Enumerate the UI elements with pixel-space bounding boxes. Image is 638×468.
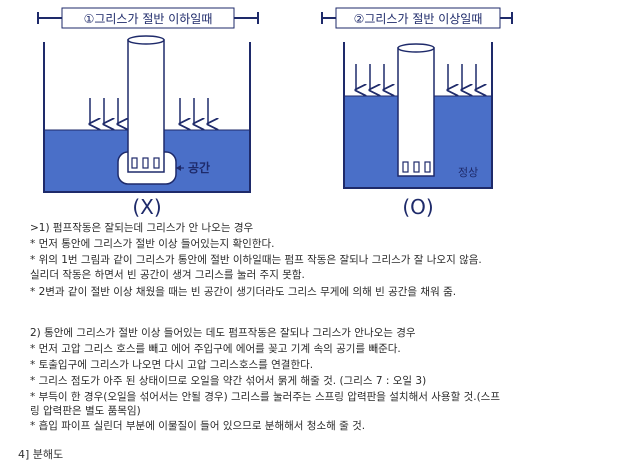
diagram-left-title: ①그리스가 절반 이하일때 <box>84 12 213 26</box>
cylinder-right <box>397 43 435 177</box>
gap-label: 공간 <box>188 160 210 175</box>
section1-line: * 먼저 통안에 그리스가 절반 이상 들어있는지 확인한다. <box>30 238 275 250</box>
section2-line: * 그리스 점도가 아주 된 상태이므로 오일을 약간 섞어서 묽게 해줄 것.… <box>30 375 427 387</box>
cylinder-left <box>127 35 165 173</box>
verdict-left: (X) <box>132 195 161 219</box>
section1-line: * 위의 1번 그림과 같이 그리스가 통안에 절반 이하일때는 펌프 작동은 … <box>30 254 482 266</box>
section2-line: * 토출입구에 그리스가 나오면 다시 고압 그리스호스를 연결한다. <box>30 359 314 371</box>
diagram-right-title: ②그리스가 절반 이상일때 <box>354 12 483 26</box>
section1-line: 실리더 작동은 하면서 빈 공간이 생겨 그리스를 눌러 주지 못함. <box>30 269 305 281</box>
section2-line: * 부득이 한 경우(오일을 섞어서는 안될 경우) 그리스를 눌러주는 스프링… <box>30 391 500 403</box>
pressure-arrows-left <box>90 98 208 124</box>
section2-line: * 먼저 고압 그리스 호스를 빼고 에어 주입구에 에어를 꽂고 기계 속의 … <box>30 343 401 355</box>
section4-heading: 4] 분해도 <box>18 448 64 461</box>
diagram-left: ①그리스가 절반 이하일때 공간 (X) <box>37 7 259 219</box>
normal-label: 정상 <box>458 166 478 179</box>
pressure-arrows-right <box>356 64 476 90</box>
section2-line: 링 압력판은 별도 품목임) <box>30 405 141 417</box>
diagram-right: ②그리스가 절반 이상일때 정상 (O) <box>321 7 513 219</box>
section1-heading: >1) 펌프작동은 잘되는데 그리스가 안 나오는 경우 <box>30 222 254 234</box>
verdict-right: (O) <box>402 195 433 219</box>
section2-line: * 흡입 파이프 실린더 부분에 이물질이 들어 있으므로 분해해서 청소해 줄… <box>30 420 366 432</box>
section1-line: * 2변과 같이 절반 이상 채웠을 때는 빈 공간이 생기더라도 그리스 무게… <box>30 286 457 298</box>
grease-level-diagrams: ①그리스가 절반 이하일때 공간 (X) <box>37 7 513 219</box>
section2-heading: 2) 통안에 그리스가 절반 이상 들어있는 데도 펌프작동은 잘되나 그리스가… <box>30 327 416 339</box>
